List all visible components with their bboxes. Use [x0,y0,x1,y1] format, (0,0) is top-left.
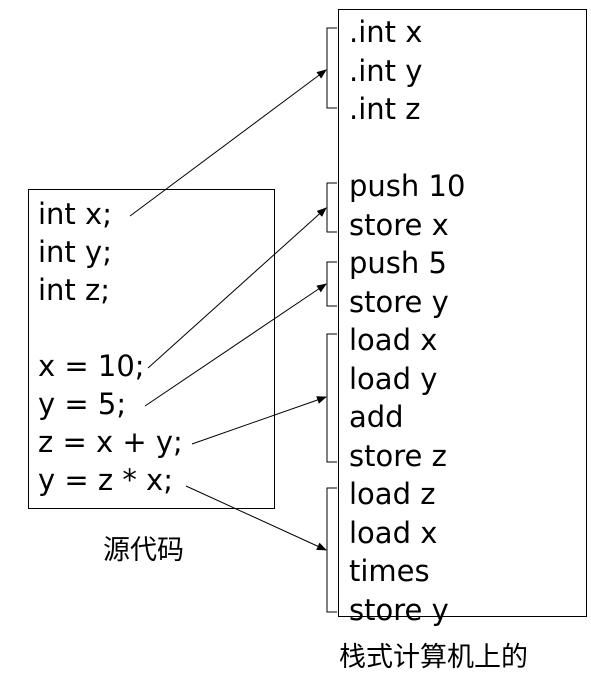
source-line: z = x + y; [38,425,183,459]
source-code-box: int x; int y; int z; x = 10; y = 5; z = … [28,189,275,509]
stack-code-box: .int x .int y .int z push 10 store x pus… [338,9,587,627]
stack-line: load z [349,477,436,511]
stack-caption: 栈式计算机上的 [339,642,528,673]
bracket-times [326,487,337,613]
stack-line: store y [349,592,449,627]
stack-line: store z [349,438,447,473]
bracket-add [326,333,337,463]
source-caption: 源代码 [103,535,184,566]
stack-line: add [349,400,404,434]
bracket-assign-y [326,261,337,307]
stack-line: .int z [349,92,421,126]
stack-line: times [349,554,430,588]
stack-line: store x [349,207,449,242]
stack-line: store y [349,284,449,319]
source-line: int z; [38,273,111,307]
bracket-assign-x [326,182,337,233]
stack-line: load x [349,323,438,357]
stack-line: .int y [349,53,423,88]
stack-line: load y [349,361,438,396]
source-line: x = 10; [38,349,145,383]
source-line: int y; [38,235,112,269]
stack-line: .int x [349,15,423,49]
source-line: y = 5; [38,387,127,421]
source-line: y = z * x; [38,463,173,497]
stack-line: push 5 [349,246,447,280]
bracket-declarations [326,27,337,109]
stack-line: load x [349,515,438,550]
stack-line: push 10 [349,169,466,203]
source-line: int x; [38,197,112,231]
